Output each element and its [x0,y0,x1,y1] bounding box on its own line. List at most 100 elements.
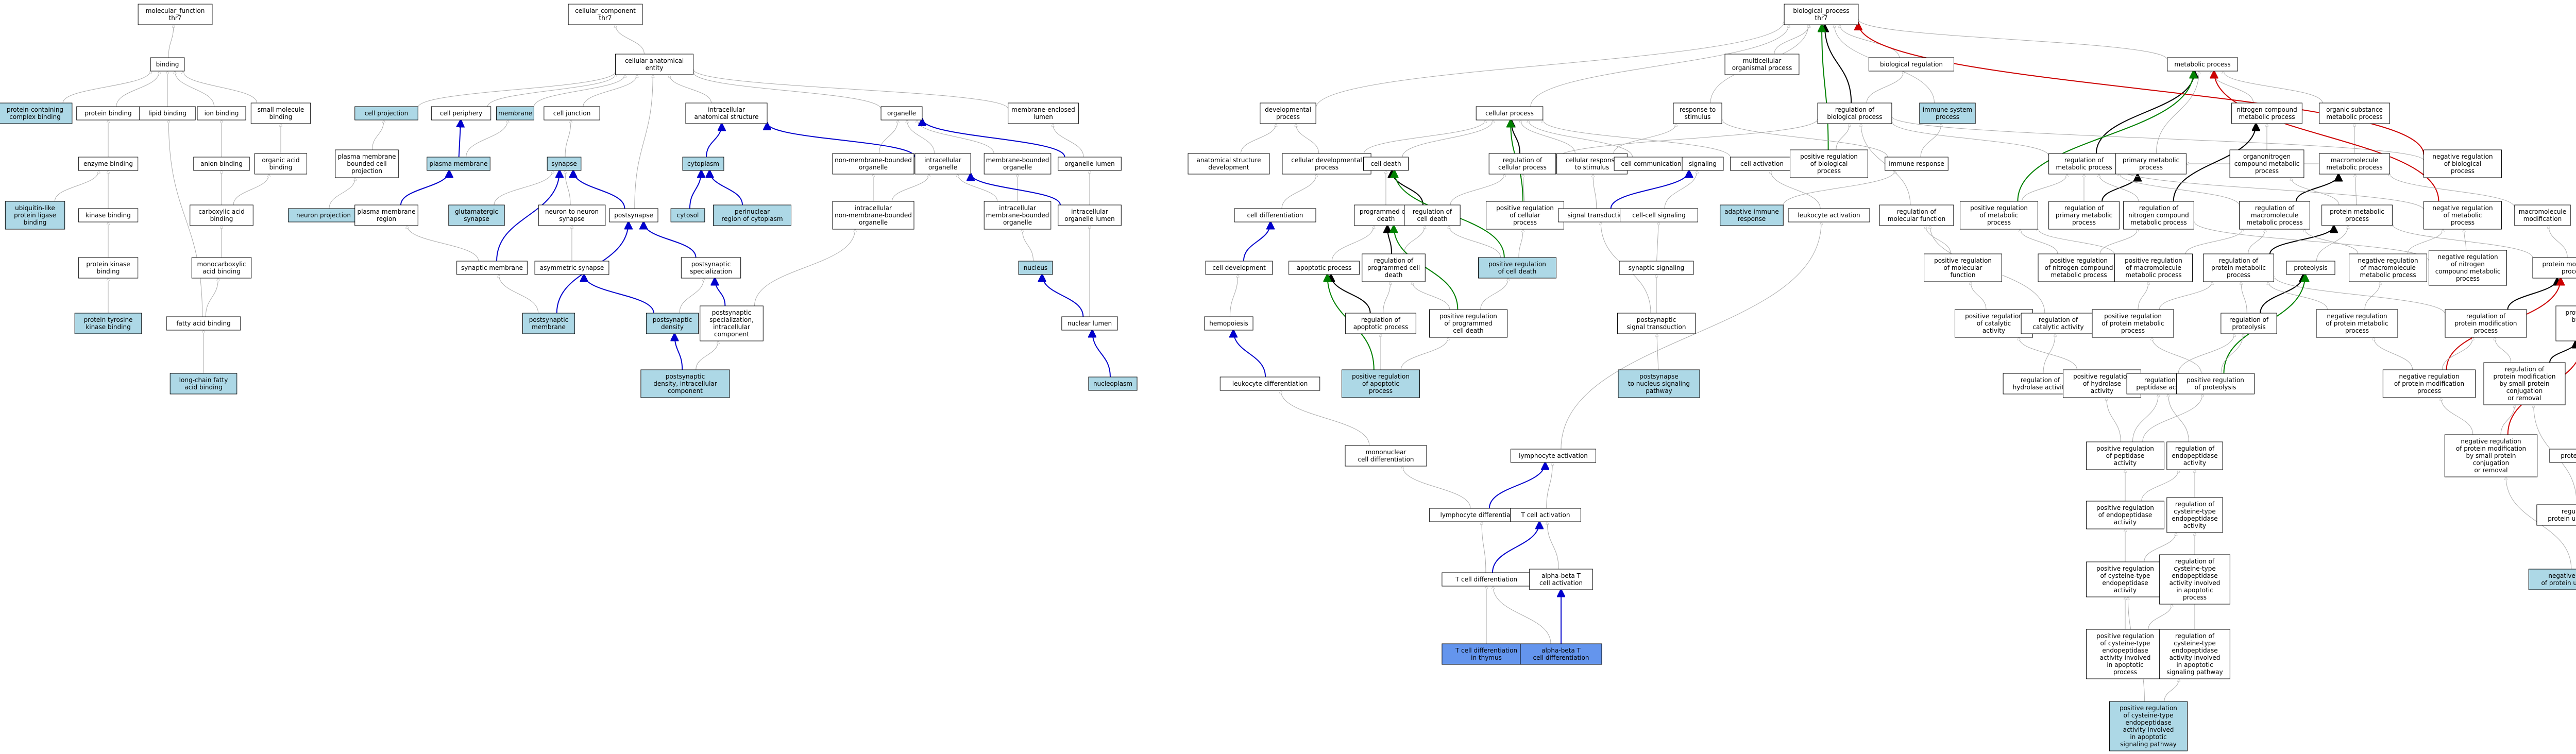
term-node-binding[interactable]: binding [150,57,185,72]
term-node-asymsyn[interactable]: asymmetric synapse [534,261,609,275]
term-node-celldeath[interactable]: cell death [1363,157,1409,171]
term-node-nuclumen[interactable]: nuclear lumen [1061,316,1118,331]
term-node-cytoplasm[interactable]: cytoplasm [682,157,724,171]
term-node-fab[interactable]: fatty acid binding [166,316,241,331]
term-node-pm[interactable]: plasma membrane [427,157,490,171]
term-node-metab[interactable]: metabolic process [2167,57,2238,72]
term-node-neuproj[interactable]: neuron projection [288,208,359,222]
term-node-lymact[interactable]: lymphocyte activation [1510,449,1597,463]
term-node-leukdiff[interactable]: leukocyte differentiation [1219,376,1320,391]
term-node-cytosol[interactable]: cytosol [670,208,705,222]
term-node-cperiph[interactable]: cell periphery [431,106,492,121]
term-node-enzyme[interactable]: enzyme binding [78,157,139,171]
term-node-ion[interactable]: ion binding [197,106,246,121]
term-node-celldevel[interactable]: cell development [1205,261,1273,275]
term-node-membrane[interactable]: membrane [496,106,534,121]
term-node-organelle[interactable]: organelle [880,106,923,121]
term-node-protubiq[interactable]: protein ubiquitination [2549,449,2576,463]
term-node-cellcomm[interactable]: cell communication [1614,157,1689,171]
term-node-hemopoiesis[interactable]: hemopoiesis [1204,316,1253,331]
term-node-nucleus[interactable]: nucleus [1018,261,1053,275]
term-node-synmem[interactable]: synaptic membrane [456,261,528,275]
term-node-apop[interactable]: apoptotic process [1289,261,1360,275]
term-node-cellact[interactable]: cell activation [1730,157,1794,171]
term-node-synsig[interactable]: synaptic signaling [1619,261,1694,275]
term-node-synapse[interactable]: synapse [547,157,582,171]
term-node-proteolysis[interactable]: proteolysis [2286,261,2335,275]
term-node-postsyn[interactable]: postsynapse [609,208,658,222]
term-node-ccsig[interactable]: cell-cell signaling [1620,208,1698,222]
term-node-lipid[interactable]: lipid binding [139,106,196,121]
term-node-orglumen[interactable]: organelle lumen [1058,157,1122,171]
term-node-cproj[interactable]: cell projection [354,106,418,121]
term-node-immresp[interactable]: immune response [1885,157,1948,171]
